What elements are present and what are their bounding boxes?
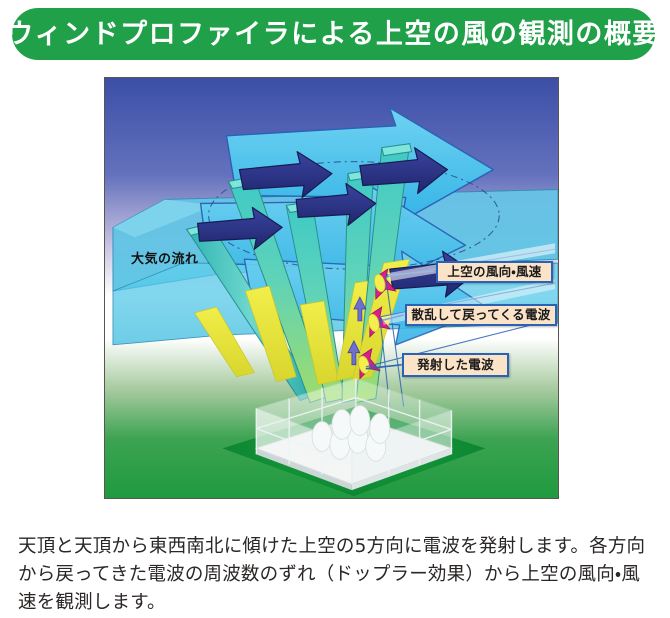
beam-direction-arrows <box>196 147 476 298</box>
page-title: ウィンドプロファイラによる上空の風の観測の概要 <box>6 18 661 50</box>
airflow-label: 大気の流れ <box>131 252 199 267</box>
scatter-return-arrows <box>347 268 397 380</box>
callout-emitted-wave: 発射した電波 <box>402 353 509 377</box>
callout-upper-wind-direction-speed: 上空の風向・風速 <box>436 261 553 283</box>
antenna-array <box>311 405 391 462</box>
callout-scattered-return-wave: 散乱して戻ってくる電波 <box>405 304 557 326</box>
antenna-enclosure <box>254 377 453 491</box>
page-title-bar: ウィンドプロファイラによる上空の風の観測の概要 <box>6 8 659 60</box>
diagram-canvas <box>105 78 558 498</box>
wind-profiler-figure: 大気の流れ 上空の風向・風速 散乱して戻ってくる電波 発射した電波 <box>104 77 559 499</box>
description-paragraph: 天頂と天頂から東西南北に傾けた上空の5方向に電波を発射します。各方向から戻ってき… <box>18 535 646 614</box>
